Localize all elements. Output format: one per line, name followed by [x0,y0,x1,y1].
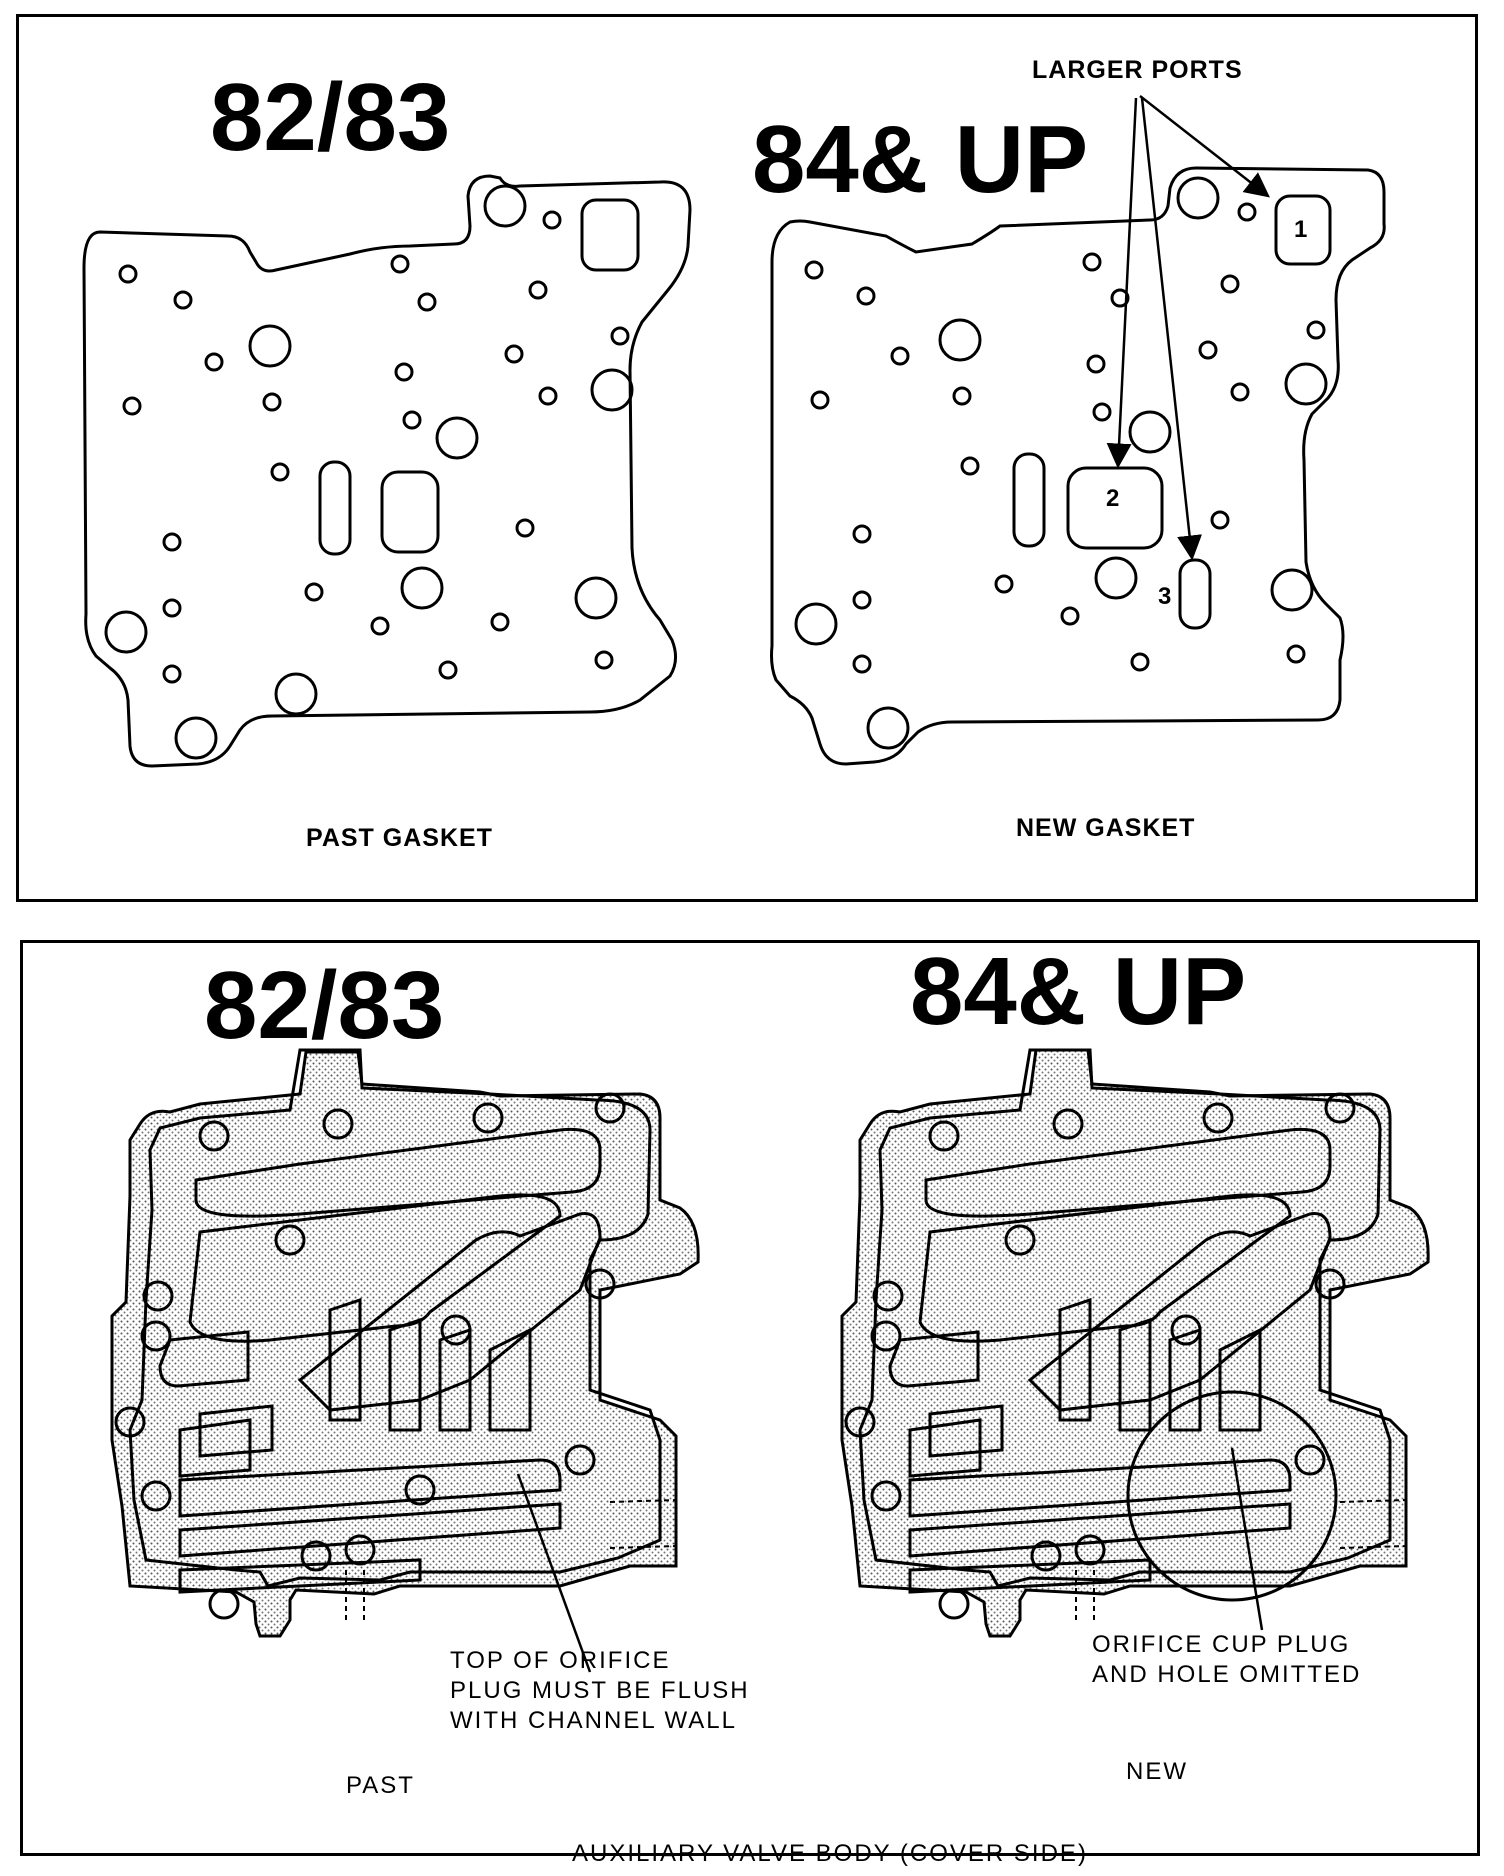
larger-ports-arrows [1106,95,1270,561]
new-note-leader [1230,1447,1264,1631]
port-number-1: 1 [1294,216,1307,243]
gasket-comparison-panel [16,14,1478,902]
port-number-3: 3 [1158,583,1171,610]
new-note-line-1: ORIFICE CUP PLUG [1092,1631,1351,1658]
omitted-orifice-circle [1126,1390,1338,1602]
figure-caption: AUXILIARY VALVE BODY (COVER SIDE) [572,1840,1088,1867]
past-note-line-3: WITH CHANNEL WALL [450,1707,737,1734]
past-year-title-bottom: 82/83 [204,952,445,1059]
past-valve-caption: PAST [346,1772,415,1799]
past-gasket-caption: PAST GASKET [306,824,493,852]
past-note-line-1: TOP OF ORIFICE [450,1647,671,1674]
larger-ports-label: LARGER PORTS [1032,56,1243,84]
new-orifice-note: ORIFICE CUP PLUG AND HOLE OMITTED [1092,1630,1361,1690]
past-valve-body [110,1048,700,1638]
valve-body-comparison-panel [20,940,1480,1856]
new-gasket-holes [794,176,1332,750]
past-gasket-holes [104,184,640,760]
past-gasket-outline [82,174,692,768]
new-year-title-bottom: 84& UP [910,938,1247,1045]
port-number-2: 2 [1106,485,1119,512]
new-valve-body [840,1048,1430,1638]
past-note-line-2: PLUG MUST BE FLUSH [450,1677,750,1704]
new-year-title-top: 84& UP [752,106,1089,213]
new-gasket-caption: NEW GASKET [1016,814,1196,842]
past-year-title-top: 82/83 [210,64,451,171]
past-orifice-note: TOP OF ORIFICE PLUG MUST BE FLUSH WITH C… [450,1646,750,1736]
new-note-line-2: AND HOLE OMITTED [1092,1661,1362,1688]
past-note-leader [516,1473,592,1673]
new-valve-caption: NEW [1126,1758,1188,1785]
new-gasket-outline [770,166,1386,766]
